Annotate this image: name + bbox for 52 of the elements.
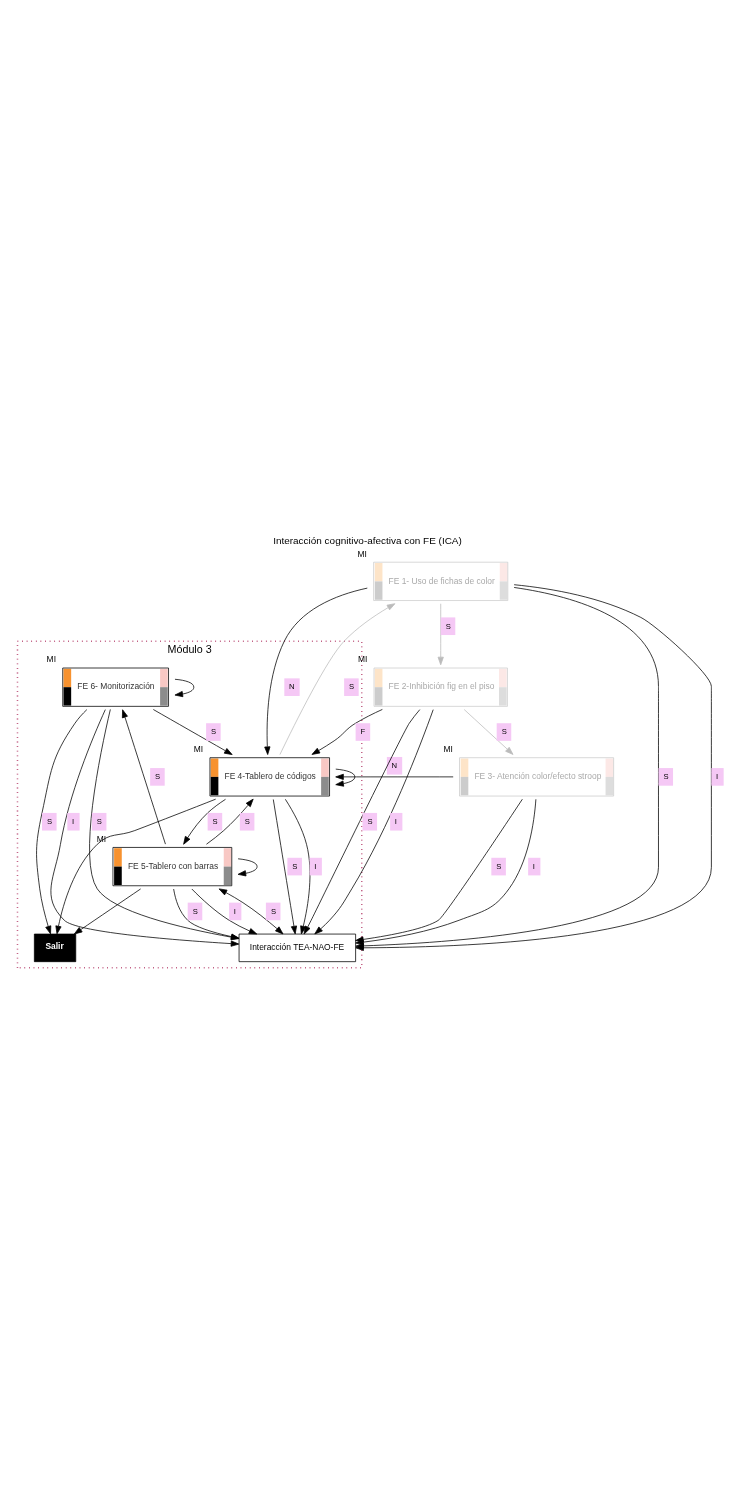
edge-label: S [349,682,355,692]
edge-label: S [96,817,102,827]
edge-label: I [532,861,535,871]
arrow [314,709,434,935]
edge-label: F [360,727,366,737]
node-box: Salir [33,933,77,963]
edge-label: S [501,727,507,737]
arrow [36,709,88,935]
arrow [152,709,233,755]
node-label: MI [46,654,56,665]
arrow [311,709,383,755]
node-label: MI [443,744,453,755]
arrow [264,587,368,755]
arrow [73,888,141,935]
arrow [237,858,258,877]
arrow [183,798,226,845]
arrow [55,798,217,935]
edge-label: S [212,817,218,827]
edge-label: S [292,861,298,871]
edge-label: I [715,772,719,782]
arrow [174,678,195,698]
edge-label: I [394,817,397,827]
node-box: Interacción TEA-NAO-FE [238,933,356,963]
edge-label: I [233,906,236,916]
edge-label: S [211,727,217,737]
edge-label: S [445,621,451,631]
edge-label: N [288,682,295,692]
arrow [272,799,297,935]
arrow [303,709,421,935]
edge-label: S [244,817,250,827]
arrow [191,888,258,935]
edge-label: I [314,861,317,871]
arrow [335,768,356,787]
node-label: MI [357,654,368,665]
arrow [121,709,166,845]
node-label: MI [357,548,367,559]
edge-label: S [155,772,161,782]
edge-label: S [192,906,198,916]
diagram-title: Interacción cognitivo-afectiva con FE (ICA) [273,535,462,547]
edge-label: S [270,906,276,916]
edge-label: S [663,772,669,782]
node-label: MI [193,744,204,755]
edge-label: N [391,761,397,771]
arrow [437,603,444,666]
edge-label: S [47,817,53,827]
edge-label: S [367,817,373,827]
arrow [279,603,396,755]
edge-label: S [496,861,502,871]
arrow [284,798,311,935]
edge-label: I [71,817,75,827]
arrow [335,773,454,780]
node-label: MI [96,833,107,844]
